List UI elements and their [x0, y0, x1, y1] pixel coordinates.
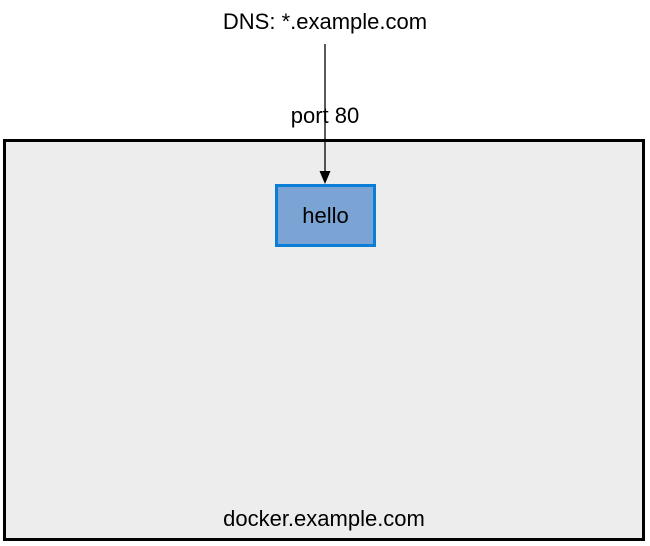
- dns-label: DNS: *.example.com: [222, 9, 428, 34]
- port-label: port 80: [290, 103, 360, 128]
- hello-service-box: hello: [275, 184, 376, 247]
- hello-service-label: hello: [302, 202, 349, 228]
- docker-host-label: docker.example.com: [223, 506, 425, 531]
